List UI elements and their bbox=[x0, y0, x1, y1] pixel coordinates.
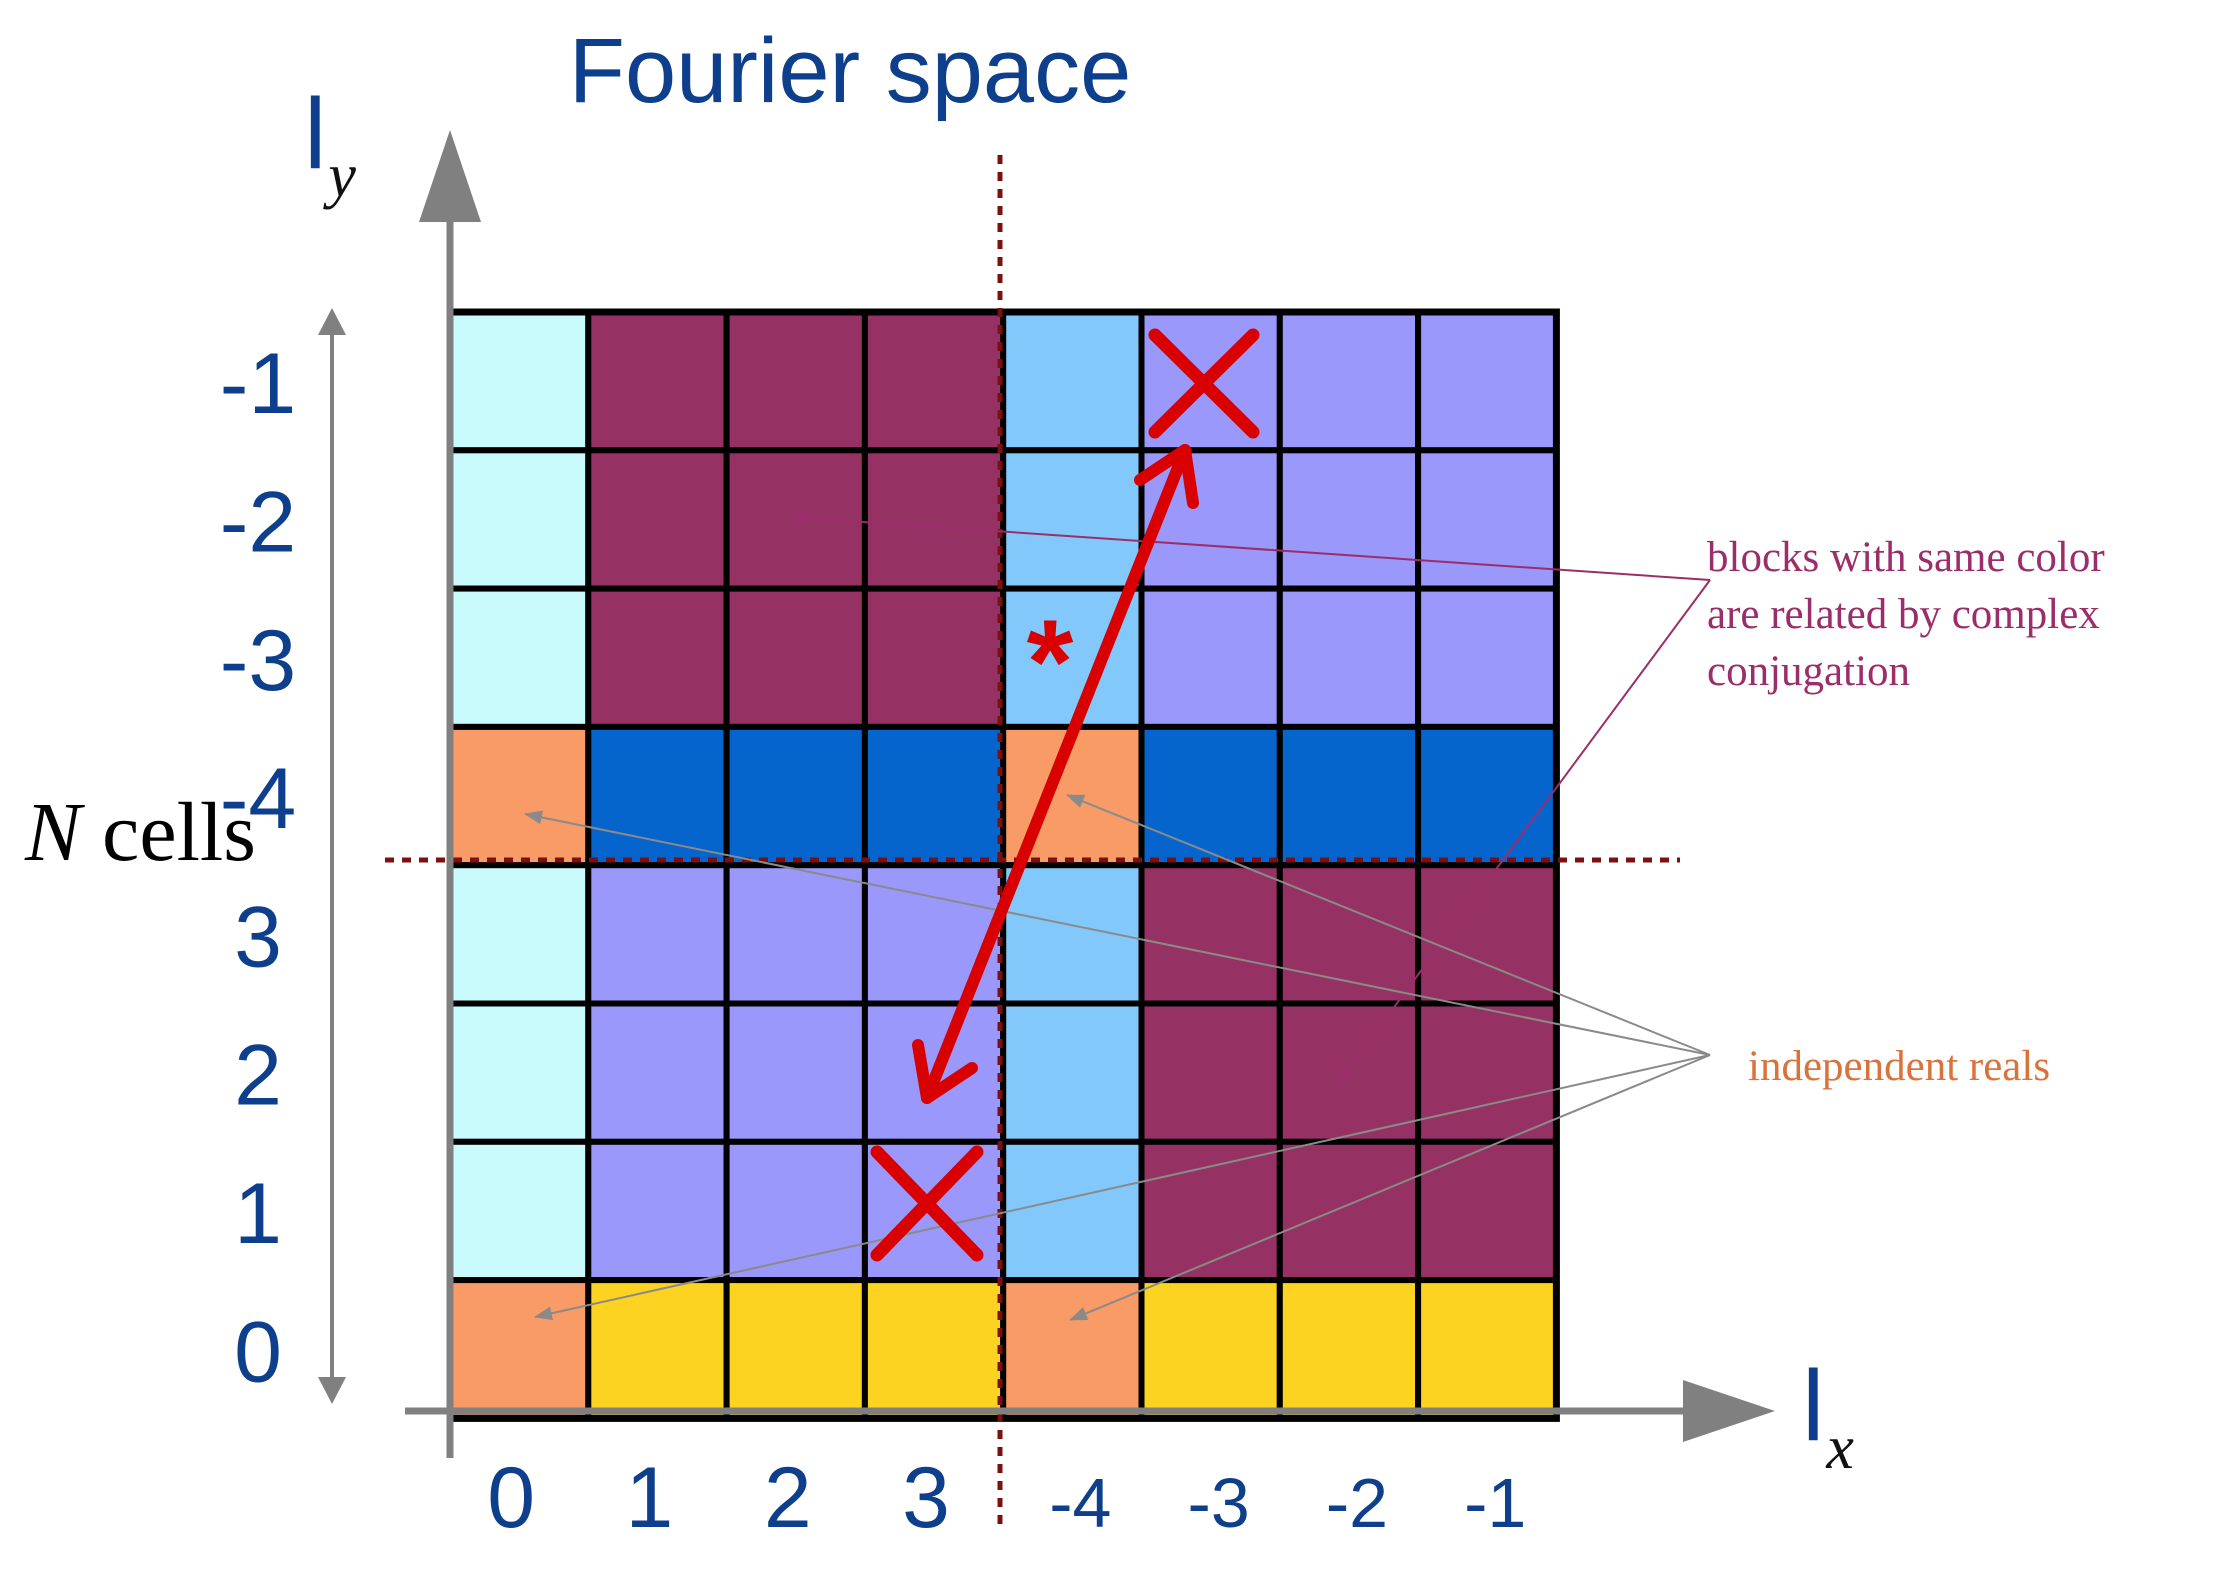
grid-cell-r1-c1 bbox=[585, 447, 730, 592]
y-tick-label: 0 bbox=[234, 1304, 282, 1400]
grid-cell-r2-c3 bbox=[861, 585, 1007, 730]
grid-cell-r3-c6 bbox=[1276, 723, 1422, 869]
x-tick-label: -3 bbox=[1188, 1464, 1250, 1542]
grid-cell-r4-c5 bbox=[1138, 862, 1283, 1007]
grid-cell-r2-c1 bbox=[585, 585, 730, 730]
diagram-title: Fourier space bbox=[569, 20, 1131, 122]
grid-cell-r6-c0 bbox=[447, 1138, 592, 1284]
grid-cell-r1-c4 bbox=[1000, 447, 1145, 592]
grid-cell-r2-c6 bbox=[1276, 585, 1422, 730]
independent-reals-note: independent reals bbox=[1748, 1043, 2050, 1090]
grid-cell-r5-c7 bbox=[1415, 1000, 1560, 1145]
y-tick-label: -2 bbox=[220, 474, 296, 570]
x-tick-label: 0 bbox=[487, 1450, 535, 1546]
y-axis bbox=[419, 130, 481, 1458]
grid-cell-r7-c3 bbox=[861, 1277, 1007, 1422]
grid-cell-r0-c3 bbox=[861, 309, 1007, 454]
grid-cell-r6-c2 bbox=[723, 1138, 868, 1284]
x-axis-arrowhead-icon bbox=[1683, 1380, 1775, 1442]
x-tick-label: 2 bbox=[764, 1450, 812, 1546]
y-tick-label: -4 bbox=[220, 751, 296, 847]
fourier-grid bbox=[446, 308, 1560, 1422]
grid-cell-r4-c0 bbox=[447, 862, 592, 1007]
grid-cell-r0-c7 bbox=[1415, 309, 1560, 454]
grid-cell-r5-c1 bbox=[585, 1000, 730, 1145]
n-cells-double-arrow bbox=[318, 308, 346, 1404]
grid-cell-r2-c7 bbox=[1415, 585, 1560, 730]
y-tick-label: -1 bbox=[220, 336, 296, 432]
grid-cell-r3-c0 bbox=[447, 723, 592, 869]
x-axis-label: lx bbox=[1802, 1350, 1854, 1482]
grid-cell-r5-c0 bbox=[447, 1000, 592, 1145]
grid-cell-r5-c6 bbox=[1276, 1000, 1422, 1145]
grid-cell-r7-c4 bbox=[1000, 1277, 1145, 1422]
grid-cell-r6-c7 bbox=[1415, 1138, 1560, 1284]
x-tick-label: -2 bbox=[1326, 1464, 1388, 1542]
grid-cell-r7-c7 bbox=[1415, 1277, 1560, 1422]
y-tick-label: -3 bbox=[220, 613, 296, 709]
real-pointers bbox=[524, 794, 1711, 1321]
grid-cell-r7-c2 bbox=[723, 1277, 868, 1422]
grid-cell-r3-c2 bbox=[723, 723, 868, 869]
grid-cell-r0-c6 bbox=[1276, 309, 1422, 454]
grid-cell-r4-c3 bbox=[861, 862, 1007, 1007]
grid-cell-r7-c5 bbox=[1138, 1277, 1283, 1422]
grid-cell-r1-c2 bbox=[723, 447, 868, 592]
grid-cell-r4-c7 bbox=[1415, 862, 1560, 1007]
grid-cell-r3-c1 bbox=[585, 723, 730, 869]
grid-cell-r7-c1 bbox=[585, 1277, 730, 1422]
grid-cell-r4-c6 bbox=[1276, 862, 1422, 1007]
grid-cell-r3-c7 bbox=[1415, 723, 1560, 869]
grid-cell-r1-c0 bbox=[447, 447, 592, 592]
grid-cell-r0-c2 bbox=[723, 309, 868, 454]
x-tick-label: -1 bbox=[1464, 1464, 1526, 1542]
grid-cell-r0-c4 bbox=[1000, 309, 1145, 454]
y-axis-arrowhead-icon bbox=[419, 130, 481, 222]
grid-cell-r7-c0 bbox=[447, 1277, 592, 1422]
grid-cell-r5-c5 bbox=[1138, 1000, 1283, 1145]
conjugation-double-arrow bbox=[912, 444, 1199, 1104]
x-tick-label: -4 bbox=[1049, 1464, 1111, 1542]
cross-marker-lower bbox=[870, 1145, 984, 1262]
grid-cell-r5-c2 bbox=[723, 1000, 868, 1145]
cross-marker-upper bbox=[1148, 328, 1260, 439]
conjugation-pointers bbox=[789, 511, 1711, 1084]
grid-cell-r3-c5 bbox=[1138, 723, 1283, 869]
y-tick-labels: -1 -2 -3 -4 3 2 1 0 bbox=[220, 336, 296, 1400]
y-axis-label: ly bbox=[304, 78, 356, 210]
grid-cell-r2-c5 bbox=[1138, 585, 1283, 730]
grid-cell-r3-c3 bbox=[861, 723, 1007, 869]
grid-cell-r6-c6 bbox=[1276, 1138, 1422, 1284]
x-tick-label: 1 bbox=[626, 1450, 674, 1546]
x-tick-label: 3 bbox=[902, 1450, 950, 1546]
y-tick-label: 2 bbox=[234, 1028, 282, 1124]
grid-cell-r4-c1 bbox=[585, 862, 730, 1007]
conjugation-note: blocks with same color are related by co… bbox=[1707, 534, 2115, 695]
grid-cell-r1-c6 bbox=[1276, 447, 1422, 592]
conjugate-star: * bbox=[1027, 595, 1074, 729]
grid-cell-r6-c4 bbox=[1000, 1138, 1145, 1284]
grid-cell-r2-c0 bbox=[447, 585, 592, 730]
grid-cell-r5-c4 bbox=[1000, 1000, 1145, 1145]
y-tick-label: 1 bbox=[234, 1166, 282, 1262]
grid-cell-r2-c2 bbox=[723, 585, 868, 730]
grid-cell-r7-c6 bbox=[1276, 1277, 1422, 1422]
grid-cell-r4-c2 bbox=[723, 862, 868, 1007]
grid-cell-r6-c1 bbox=[585, 1138, 730, 1284]
grid-cell-r1-c3 bbox=[861, 447, 1007, 592]
grid-cell-r6-c5 bbox=[1138, 1138, 1283, 1284]
n-cells-label: N cells bbox=[24, 786, 256, 879]
y-tick-label: 3 bbox=[234, 889, 282, 985]
x-axis bbox=[405, 1380, 1775, 1442]
grid-cell-r0-c0 bbox=[447, 309, 592, 454]
grid-cell-r0-c1 bbox=[585, 309, 730, 454]
